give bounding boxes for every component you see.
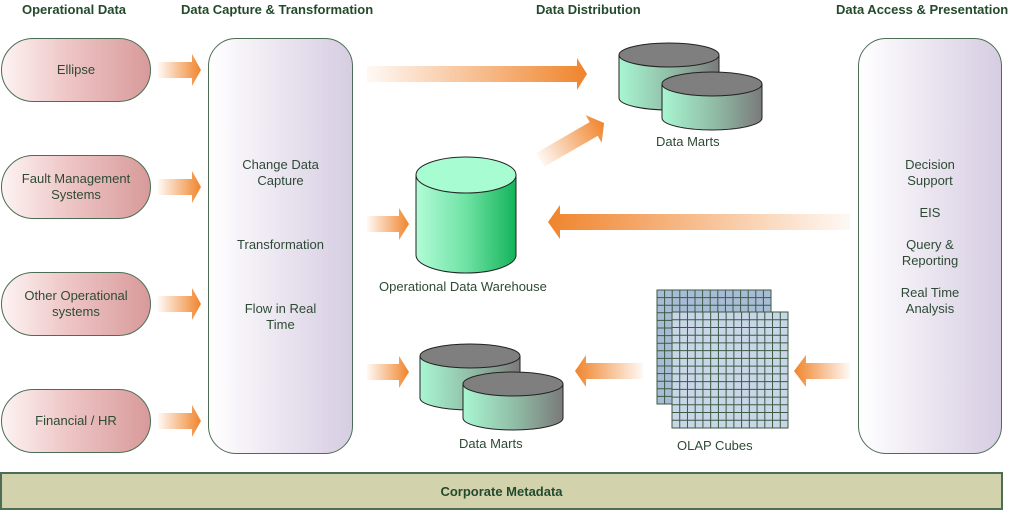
arrow-access-to-olap: [794, 355, 850, 387]
capture-item-flow-real-time: Flow in Real Time: [244, 301, 317, 332]
bottom-data-marts-label: Data Marts: [459, 436, 523, 451]
access-item-query-reporting: Query & Reporting: [901, 237, 959, 268]
header-distribution: Data Distribution: [536, 2, 641, 17]
capture-item-transformation: Transformation: [237, 237, 324, 252]
arrow-fault-to-capture: [158, 171, 201, 203]
header-access-presentation: Data Access & Presentation: [836, 2, 1009, 17]
arrow-ellipse-to-capture: [158, 54, 201, 86]
access-panel[interactable]: Decision Support EIS Query & Reporting R…: [858, 38, 1002, 454]
top-data-marts-label: Data Marts: [656, 134, 720, 149]
arrow-financial-to-capture: [158, 405, 201, 437]
source-other-operational[interactable]: Other Operational systems: [1, 272, 151, 336]
corporate-metadata-label: Corporate Metadata: [440, 483, 563, 499]
arrow-capture-to-bottom-marts: [367, 356, 409, 388]
access-item-real-time-analysis: Real Time Analysis: [900, 285, 960, 316]
warehouse-label: Operational Data Warehouse: [379, 279, 547, 294]
source-label: Other Operational systems: [24, 288, 128, 319]
source-label: Ellipse: [56, 62, 96, 77]
bottom-data-marts-icon[interactable]: [419, 343, 564, 431]
source-financial-hr[interactable]: Financial / HR: [1, 389, 151, 453]
warehouse-cylinder-icon[interactable]: [415, 156, 517, 274]
capture-item-change-data-capture: Change Data Capture: [242, 157, 319, 188]
olap-cubes-icon[interactable]: [656, 289, 789, 429]
top-data-marts-icon[interactable]: [618, 42, 763, 131]
olap-cube-face: [671, 311, 789, 429]
arrow-olap-to-bottom-marts: [575, 355, 643, 387]
source-ellipse[interactable]: Ellipse: [1, 38, 151, 102]
capture-panel[interactable]: Change Data Capture Transformation Flow …: [208, 38, 353, 454]
access-item-decision-support: Decision Support: [905, 157, 955, 188]
source-label: Financial / HR: [35, 413, 117, 428]
header-capture-transformation: Data Capture & Transformation: [181, 2, 374, 17]
access-item-eis: EIS: [919, 205, 941, 220]
arrow-access-to-warehouse: [548, 205, 850, 239]
header-operational-data: Operational Data: [22, 2, 127, 17]
arrow-other-to-capture: [158, 288, 201, 320]
arrow-capture-to-top-marts: [367, 58, 587, 90]
olap-cubes-label: OLAP Cubes: [677, 438, 753, 453]
source-fault-management[interactable]: Fault Management Systems: [1, 155, 151, 219]
arrow-warehouse-to-top-marts: [536, 115, 605, 167]
corporate-metadata-bar[interactable]: Corporate Metadata: [0, 472, 1003, 510]
arrow-capture-to-warehouse: [367, 208, 409, 240]
source-label: Fault Management Systems: [21, 171, 131, 202]
